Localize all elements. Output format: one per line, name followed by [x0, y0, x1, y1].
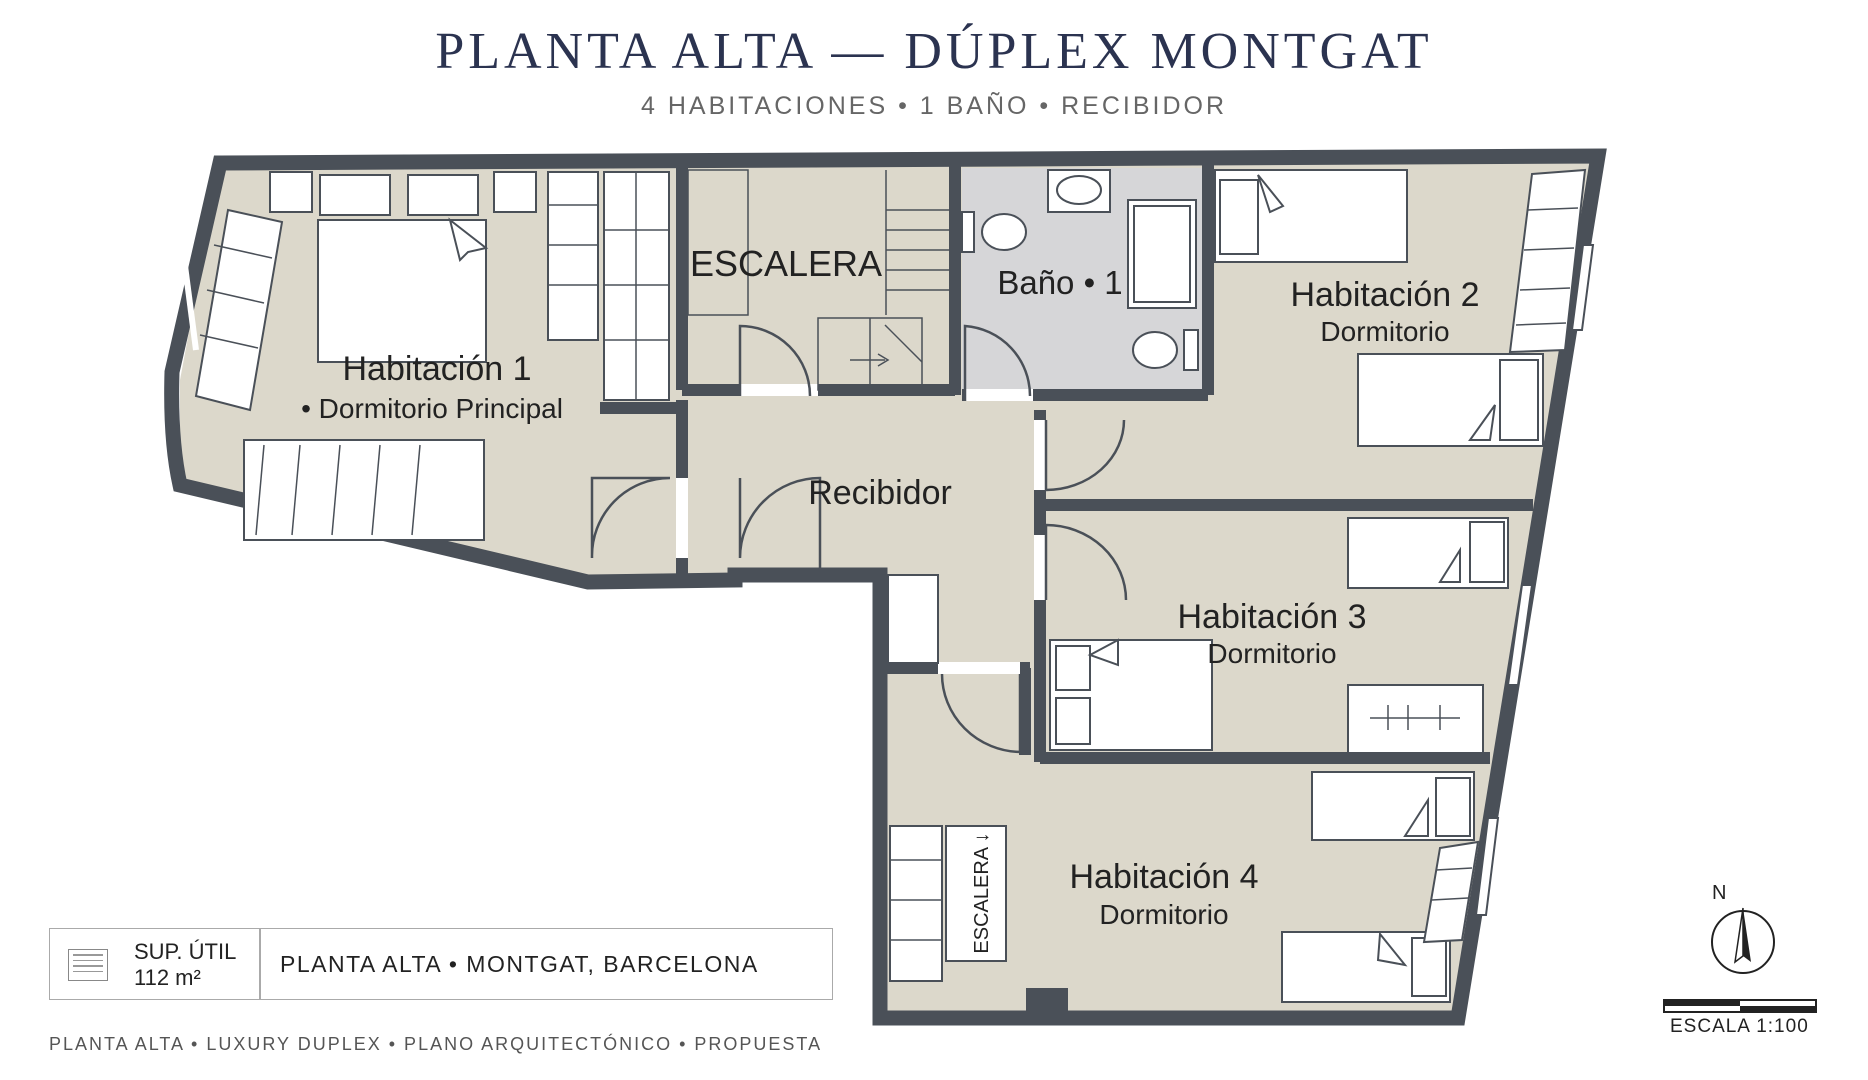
scale-label: ESCALA 1:100 [1670, 1016, 1809, 1037]
area-block: SUP. ÚTIL 112 m² [134, 939, 236, 991]
north-label: N [1712, 882, 1727, 904]
room4-type: Dormitorio [1099, 899, 1228, 930]
room2-type: Dormitorio [1320, 316, 1449, 347]
info-separator [259, 929, 261, 999]
door-swings [590, 324, 1128, 754]
area-value: 112 m² [134, 965, 201, 990]
area-label: SUP. ÚTIL [134, 939, 237, 964]
room1-name: Habitación 1 [342, 350, 531, 388]
room3-name: Habitación 3 [1177, 598, 1366, 636]
room3-type: Dormitorio [1207, 638, 1336, 669]
room1-wardrobe-lines [255, 172, 669, 536]
bathroom-fixtures [961, 169, 1199, 371]
room2-wardrobe-lines [1515, 207, 1579, 326]
room3-wardrobe-lines [1370, 705, 1460, 730]
room4-name: Habitación 4 [1069, 858, 1258, 896]
wall-niche [1026, 988, 1068, 1018]
room2-name: Habitación 2 [1290, 276, 1479, 314]
door-openings [676, 384, 1046, 674]
windows [1474, 244, 1595, 916]
room1-type: • Dormitorio Principal [301, 393, 563, 424]
outer-wall [164, 148, 1607, 1026]
footer-caption: PLANTA ALTA • LUXURY DUPLEX • PLANO ARQU… [49, 1034, 823, 1054]
room4-furniture [889, 771, 1480, 1003]
area-icon [68, 949, 108, 981]
room3-furniture [1049, 517, 1509, 754]
scale-bar [1663, 999, 1817, 1013]
plan-title: PLANTA ALTA — DÚPLEX MONTGAT [435, 23, 1433, 80]
room2-furniture [1214, 168, 1587, 447]
location-label: PLANTA ALTA • MONTGAT, BARCELONA [280, 951, 759, 977]
hall-column [887, 574, 939, 664]
room4-wardrobe-lines [890, 859, 1473, 941]
room1-diagonal-wardrobe [181, 208, 284, 412]
lower-stairs-label: ESCALERA ↓ [971, 832, 993, 953]
stairs-label: ESCALERA [690, 243, 882, 284]
hall-label: Recibidor [808, 474, 952, 512]
plan-subtitle: 4 HABITACIONES • 1 BAÑO • RECIBIDOR [640, 92, 1228, 120]
stairs [687, 169, 950, 391]
bathroom-label: Baño • 1 [997, 264, 1122, 301]
info-box: SUP. ÚTIL 112 m² PLANTA ALTA • MONTGAT, … [49, 928, 833, 1000]
compass-icon [1711, 907, 1775, 974]
